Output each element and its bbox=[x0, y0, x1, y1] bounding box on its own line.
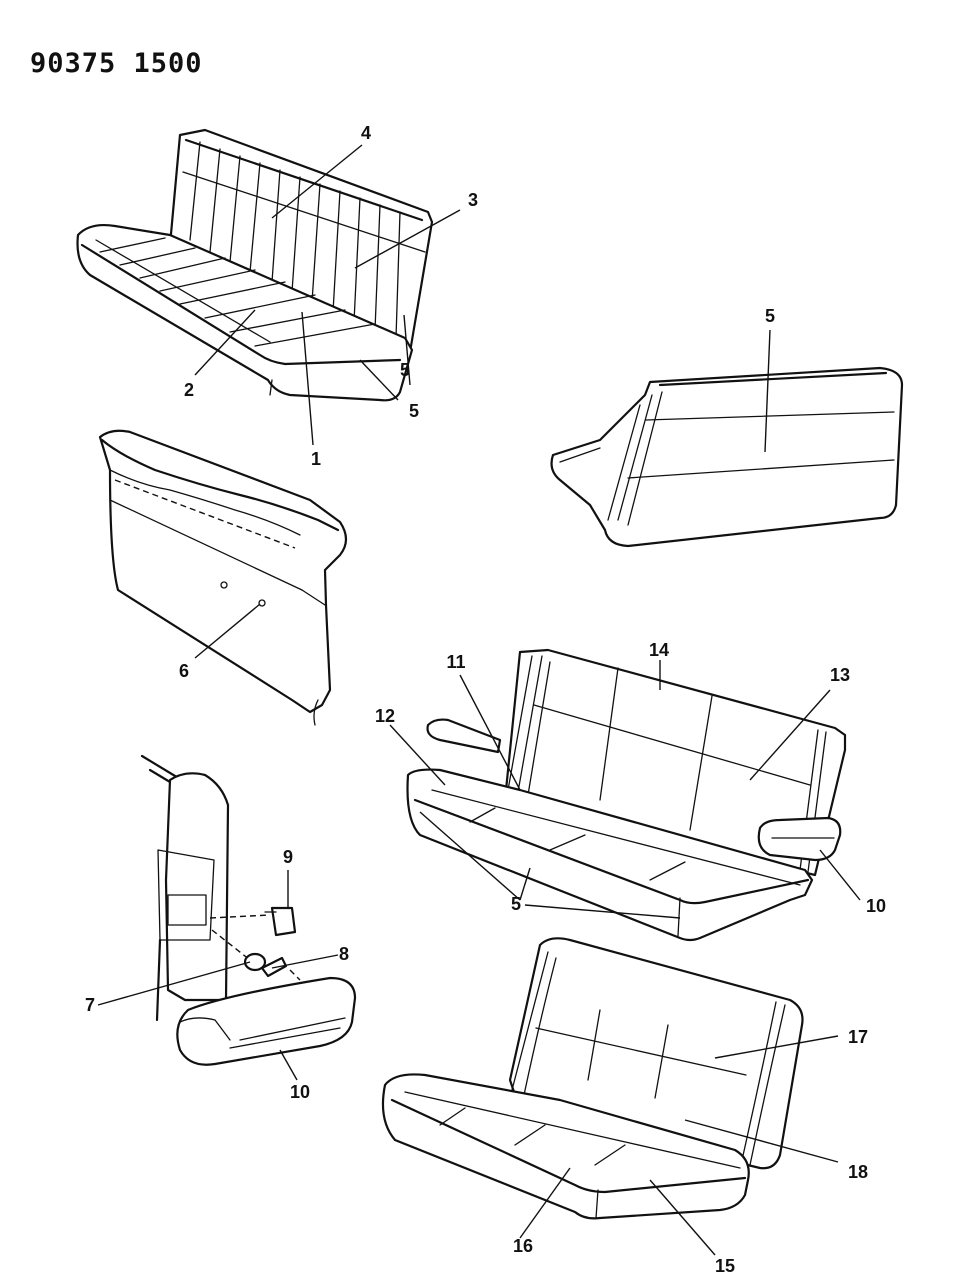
armrest-mount-detail bbox=[140, 754, 357, 1066]
washer bbox=[211, 929, 267, 972]
callout-7: 7 bbox=[85, 995, 95, 1015]
callout-4: 4 bbox=[361, 123, 371, 143]
callout-12: 12 bbox=[375, 706, 395, 726]
callout-16: 16 bbox=[513, 1236, 533, 1256]
callout-9: 9 bbox=[283, 847, 293, 867]
callout-3: 3 bbox=[468, 190, 478, 210]
leader-lines bbox=[97, 144, 861, 1256]
document-number: 90375 1500 bbox=[30, 48, 203, 79]
callout-10-right: 10 bbox=[866, 896, 886, 916]
armrest-left bbox=[176, 976, 357, 1066]
callout-8: 8 bbox=[339, 944, 349, 964]
bolt bbox=[209, 906, 297, 937]
callout-5-side: 5 bbox=[400, 360, 410, 380]
callout-6: 6 bbox=[179, 661, 189, 681]
callout-14: 14 bbox=[649, 640, 669, 660]
callouts: 1 2 3 4 5 5 5 5 6 7 8 9 10 10 11 12 13 1… bbox=[85, 123, 886, 1275]
callout-11: 11 bbox=[446, 652, 465, 672]
seatback-rear-view bbox=[550, 366, 904, 548]
seatback-panel bbox=[98, 429, 348, 726]
callout-10-left: 10 bbox=[290, 1082, 310, 1102]
callout-15: 15 bbox=[715, 1256, 735, 1275]
callout-2: 2 bbox=[184, 380, 194, 400]
callout-18: 18 bbox=[848, 1162, 868, 1182]
callout-1: 1 bbox=[311, 449, 321, 469]
clip bbox=[260, 956, 301, 981]
callout-5-seatback: 5 bbox=[765, 306, 775, 326]
bench-seat-lower bbox=[381, 937, 804, 1220]
callout-5-bench: 5 bbox=[511, 894, 521, 914]
pleated-bench-seat bbox=[76, 128, 434, 402]
callout-17: 17 bbox=[848, 1027, 868, 1047]
callout-5-top-seat: 5 bbox=[409, 401, 419, 421]
callout-13: 13 bbox=[830, 665, 850, 685]
bench-with-armrests bbox=[406, 648, 847, 942]
